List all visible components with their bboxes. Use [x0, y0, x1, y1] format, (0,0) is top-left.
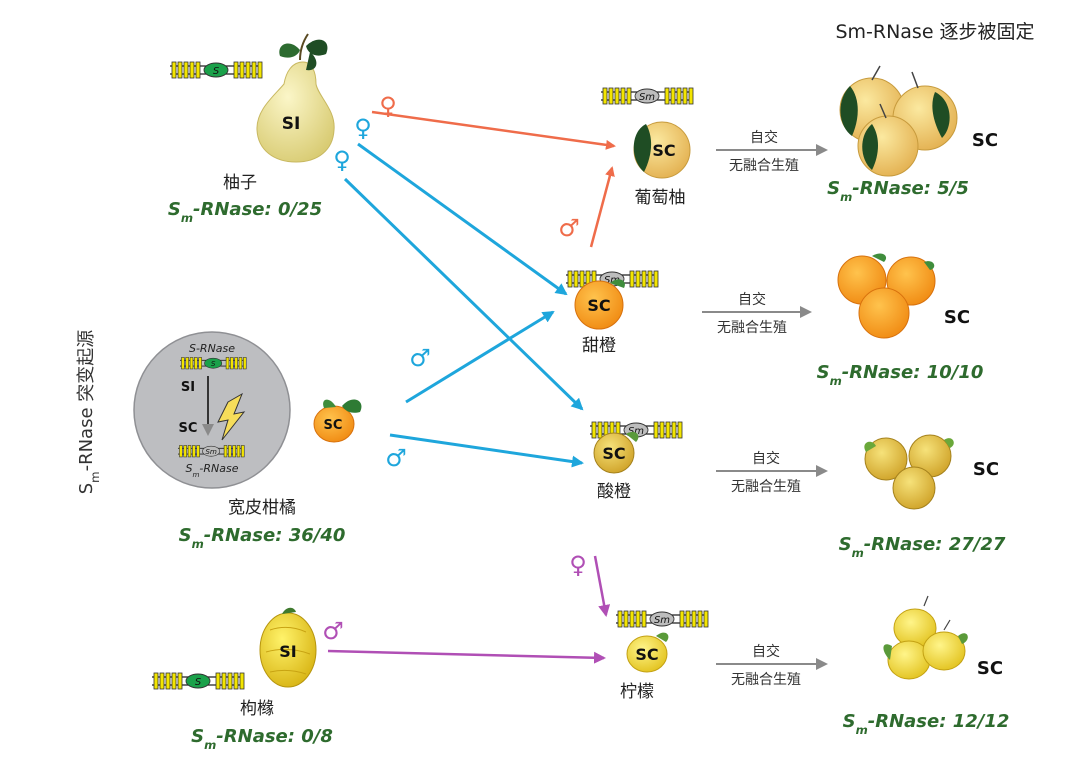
male-symbol-blue-1: ♂	[409, 344, 431, 372]
sour-orange-name: 酸橙	[597, 482, 631, 502]
arrow-mandarin-to-sweet-orange	[405, 310, 555, 404]
header-title: Sm-RNase 逐步被固定	[835, 21, 1034, 43]
grapefruit-status-label: SC	[652, 141, 675, 160]
grapefruit-fruit-image	[633, 121, 691, 179]
mandarin-fruit-image	[313, 399, 362, 443]
origin-sc-label: SC	[179, 421, 198, 436]
origin-gene-top: S	[180, 357, 247, 370]
female-symbol-purple: ♀	[569, 551, 587, 579]
arrow-pomelo-to-grapefruit	[371, 110, 616, 150]
sweet-orange-result-ratio: Sm-RNase: 10/10	[817, 362, 984, 388]
svg-text:无融合生殖: 无融合生殖	[731, 478, 801, 495]
mutation-origin-panel	[133, 331, 291, 489]
lemon-fruit-image	[626, 632, 669, 673]
svg-text:Sm: Sm	[654, 615, 670, 626]
svg-text:S: S	[213, 66, 220, 77]
gene-construct-grapefruit: Sm	[601, 87, 694, 105]
svg-text:无融合生殖: 无融合生殖	[731, 671, 801, 688]
lightning-icon	[217, 392, 246, 441]
citron-name: 枸橼	[240, 699, 274, 719]
citron-fruit-image	[259, 607, 317, 688]
origin-top-label: S-RNase	[189, 342, 235, 355]
pomelo-name: 柚子	[223, 173, 257, 193]
mandarin-name: 宽皮柑橘	[228, 498, 296, 518]
origin-si-label: SI	[181, 380, 195, 395]
female-symbol-blue-2: ♀	[333, 146, 351, 174]
citron-ratio: Sm-RNase: 0/8	[191, 726, 333, 752]
pomelo-status-label: SI	[282, 114, 301, 134]
sour-orange-status-label: SC	[602, 444, 625, 463]
mandarin-ratio: Sm-RNase: 36/40	[179, 525, 346, 551]
female-symbol-orange: ♀	[379, 92, 397, 120]
arrow-sour-orange-to-lemon	[593, 555, 611, 617]
svg-text:Sm: Sm	[604, 275, 620, 286]
lemon-result-status: SC	[977, 658, 1003, 679]
sweet-orange-name: 甜橙	[582, 336, 616, 356]
origin-gene-bottom: Sm	[178, 445, 245, 458]
arrow-sweet-orange-to-grapefruit	[589, 166, 615, 248]
svg-text:Sm: Sm	[639, 92, 655, 103]
arrow-pomelo-to-sweet-orange	[357, 142, 568, 296]
mandarin-status-label: SC	[324, 418, 343, 433]
propagation-lemon: 自交 无融合生殖	[716, 643, 828, 688]
grapefruit-result-status: SC	[972, 130, 998, 151]
gene-construct-pomelo: S	[170, 61, 263, 79]
svg-text:S: S	[211, 359, 216, 368]
svg-text:无融合生殖: 无融合生殖	[729, 157, 799, 174]
grapefruit-name: 葡萄柚	[635, 188, 686, 208]
sour-orange-result-ratio: Sm-RNase: 27/27	[839, 534, 1006, 560]
svg-text:自交: 自交	[752, 450, 780, 467]
sour-orange-cluster-image	[864, 434, 954, 510]
lemon-result-ratio: Sm-RNase: 12/12	[843, 711, 1010, 737]
sweet-orange-fruit-image	[574, 279, 625, 330]
pomelo-fruit-image	[256, 33, 335, 163]
female-symbol-blue-1: ♀	[354, 114, 372, 142]
svg-text:自交: 自交	[752, 643, 780, 660]
grapefruit-result-ratio: Sm-RNase: 5/5	[827, 178, 969, 204]
svg-text:自交: 自交	[738, 291, 766, 308]
citron-status-label: SI	[279, 642, 296, 661]
svg-text:自交: 自交	[750, 129, 778, 146]
sweet-orange-result-status: SC	[944, 307, 970, 328]
pomelo-ratio: Sm-RNase: 0/25	[168, 199, 322, 225]
male-symbol-blue-2: ♂	[385, 444, 407, 472]
arrow-mandarin-to-sour-orange	[389, 433, 584, 468]
svg-text:无融合生殖: 无融合生殖	[717, 319, 787, 336]
arrow-pomelo-to-sour-orange	[343, 177, 584, 411]
svg-text:Sm: Sm	[628, 426, 644, 437]
origin-vertical-title: Sm-RNase 突变起源	[76, 330, 102, 495]
lemon-name: 柠檬	[620, 682, 654, 702]
gene-construct-sour-orange: Sm	[590, 421, 683, 439]
male-symbol-orange: ♂	[558, 214, 580, 242]
sweet-orange-status-label: SC	[587, 296, 610, 315]
lemon-status-label: SC	[635, 645, 658, 664]
gene-construct-lemon: Sm	[616, 610, 709, 628]
lemon-cluster-image	[883, 595, 968, 680]
svg-text:Sm: Sm	[205, 447, 217, 456]
sweet-orange-cluster-image	[837, 253, 936, 339]
propagation-sweet-orange: 自交 无融合生殖	[702, 291, 812, 336]
sour-orange-result-status: SC	[973, 459, 999, 480]
sour-orange-fruit-image	[593, 431, 639, 474]
propagation-grapefruit: 自交 无融合生殖	[716, 129, 828, 174]
arrow-citron-to-lemon	[327, 649, 606, 664]
svg-text:S: S	[195, 677, 202, 688]
propagation-sour-orange: 自交 无融合生殖	[716, 450, 828, 495]
gene-construct-citron: S	[152, 672, 245, 690]
male-symbol-purple: ♂	[322, 617, 344, 645]
origin-bottom-label: Sm-RNase	[185, 462, 238, 479]
grapefruit-cluster-image	[839, 65, 958, 177]
